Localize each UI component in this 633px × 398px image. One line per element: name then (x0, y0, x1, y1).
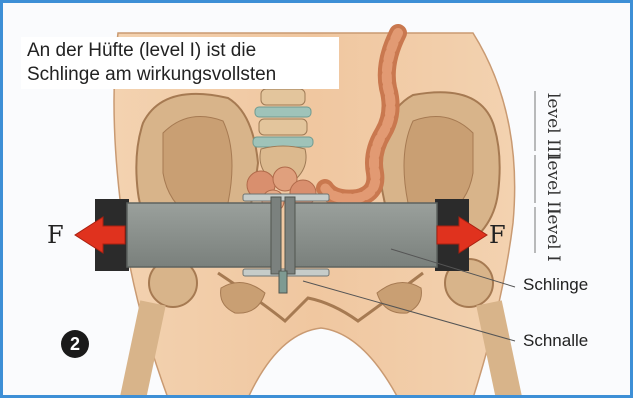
caption-box: An der Hüfte (level I) ist die Schlinge … (21, 37, 339, 89)
sling-left-half (127, 203, 273, 267)
force-label-left: F (47, 221, 64, 249)
level-label-1: level I (543, 209, 563, 262)
caption-line-1: An der Hüfte (level I) ist die (27, 39, 333, 63)
figure-number-badge: 2 (61, 330, 89, 358)
level-label-2: level II (543, 155, 563, 214)
sling-right-half (291, 203, 437, 267)
schnalle-label: Schnalle (523, 331, 588, 351)
schlinge-label: Schlinge (523, 275, 588, 295)
force-label-right: F (489, 221, 506, 249)
level-label-3: level III (543, 93, 563, 159)
caption-line-2: Schlinge am wirkungsvollsten (27, 63, 333, 87)
